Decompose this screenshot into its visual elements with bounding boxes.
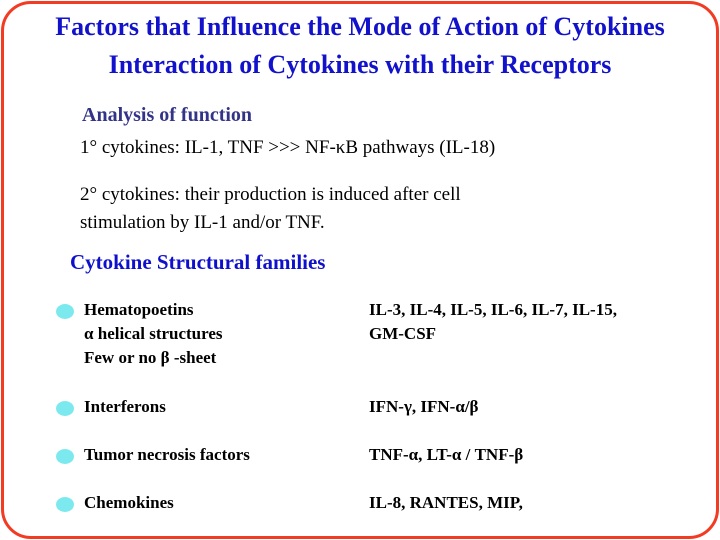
structural-families-heading: Cytokine Structural families (70, 250, 326, 274)
family-members-line: GM-CSF (369, 324, 437, 343)
family-members: TNF-α, LT-α / TNF-β (369, 443, 523, 467)
family-members: IL-3, IL-4, IL-5, IL-6, IL-7, IL-15, GM-… (369, 298, 617, 346)
family-name: Hematopoetins α helical structures Few o… (84, 298, 223, 370)
family-members-line: IL-3, IL-4, IL-5, IL-6, IL-7, IL-15, (369, 300, 617, 319)
family-name-line: Tumor necrosis factors (84, 445, 250, 464)
secondary-cytokines-text: 2° cytokines: their production is induce… (80, 181, 461, 237)
family-name-line: α helical structures (84, 324, 223, 343)
primary-cytokines-text: 1° cytokines: IL-1, TNF >>> NF-κB pathwa… (80, 137, 496, 158)
family-name: Tumor necrosis factors (84, 443, 250, 467)
family-name-line: Few or no β -sheet (84, 348, 217, 367)
family-members-line: TNF-α, LT-α / TNF-β (369, 445, 524, 464)
secondary-cytokines-line-1: 2° cytokines: their production is induce… (80, 184, 461, 205)
cyan-dot-icon (56, 449, 74, 464)
family-name: Interferons (84, 395, 166, 419)
family-members-line: IL-8, RANTES, MIP, (369, 493, 523, 512)
family-members: IL-8, RANTES, MIP, (369, 491, 523, 515)
family-name-line: Hematopoetins (84, 300, 194, 319)
cyan-dot-icon (56, 401, 74, 416)
secondary-cytokines-line-2: stimulation by IL-1 and/or TNF. (80, 212, 325, 233)
analysis-of-function-heading: Analysis of function (82, 104, 253, 126)
page-title: Factors that Influence the Mode of Actio… (0, 8, 720, 84)
family-name: Chemokines (84, 491, 174, 515)
cyan-dot-icon (56, 497, 74, 512)
title-line-2: Interaction of Cytokines with their Rece… (108, 50, 612, 79)
family-name-line: Interferons (84, 397, 166, 416)
family-members-line: IFN-γ, IFN-α/β (369, 397, 479, 416)
cyan-dot-icon (56, 304, 74, 319)
title-line-1: Factors that Influence the Mode of Actio… (55, 12, 665, 41)
family-name-line: Chemokines (84, 493, 174, 512)
family-members: IFN-γ, IFN-α/β (369, 395, 479, 419)
